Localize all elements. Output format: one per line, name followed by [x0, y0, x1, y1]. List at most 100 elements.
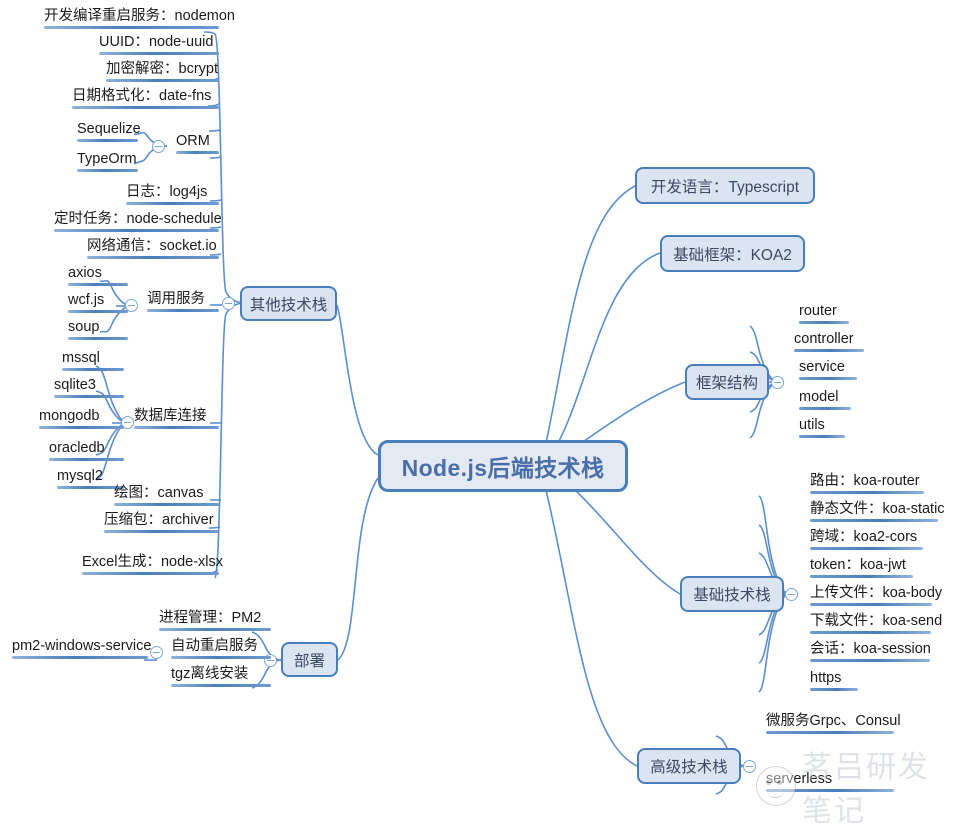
leaf-socket-io[interactable]: 网络通信：socket.io	[83, 238, 223, 262]
leaf-underline	[87, 256, 219, 259]
leaf-bcrypt[interactable]: 加密解密：bcrypt	[102, 61, 223, 85]
leaf-node-schedule[interactable]: 定时任务：node-schedule	[50, 211, 223, 235]
leaf-orm[interactable]: ORM	[172, 133, 223, 157]
leaf-underline	[12, 656, 148, 659]
leaf-https-label: https	[810, 670, 842, 686]
leaf-koa-router-label: 路由：koa-router	[810, 473, 920, 489]
leaf-sqlite3[interactable]: sqlite3	[50, 377, 128, 401]
leaf-underline	[159, 628, 271, 631]
leaf-underline	[171, 684, 271, 687]
leaf-service-label: service	[799, 359, 845, 375]
leaf-underline	[68, 310, 128, 313]
leaf-underline	[62, 368, 124, 371]
leaf-utils[interactable]: utils	[795, 417, 849, 441]
leaf-pm2-windows-service-label: pm2-windows-service	[12, 638, 152, 654]
leaf-underline	[77, 139, 138, 142]
leaf-soup[interactable]: soup	[64, 319, 132, 343]
leaf-koa-body[interactable]: 上传文件：koa-body	[806, 585, 943, 609]
leaf-koa2-cors[interactable]: 跨域：koa2-cors	[806, 529, 927, 553]
leaf-node-uuid[interactable]: UUID：node-uuid	[95, 34, 223, 58]
node-advanced-stack[interactable]: 高级技术栈	[637, 748, 741, 784]
leaf-koa-session[interactable]: 会话：koa-session	[806, 641, 934, 665]
leaf-node-xlsx[interactable]: Excel生成：node-xlsx	[78, 554, 223, 578]
node-dev-language[interactable]: 开发语言：Typescript	[635, 167, 815, 204]
leaf-auto-restart[interactable]: 自动重启服务	[167, 638, 275, 662]
leaf-wcf-js-label: wcf.js	[68, 292, 105, 308]
leaf-wcf-js[interactable]: wcf.js	[64, 292, 132, 316]
leaf-sequelize[interactable]: Sequelize	[73, 121, 142, 145]
node-base-stack-label: 基础技术栈	[693, 587, 771, 604]
leaf-controller-label: controller	[794, 331, 854, 347]
leaf-sqlite3-label: sqlite3	[54, 377, 96, 393]
leaf-model[interactable]: model	[795, 389, 855, 413]
leaf-underline	[39, 426, 124, 429]
leaf-nodemon[interactable]: 开发编译重启服务：nodemon	[40, 8, 235, 32]
toggle-call-service[interactable]	[125, 299, 138, 312]
node-base-framework-label: 基础框架：KOA2	[673, 246, 792, 264]
toggle-auto-restart[interactable]	[150, 646, 163, 659]
leaf-call-service-label: 调用服务	[147, 291, 205, 307]
leaf-canvas[interactable]: 绘图：canvas	[110, 485, 223, 509]
leaf-mongodb[interactable]: mongodb	[35, 408, 128, 432]
leaf-axios[interactable]: axios	[64, 265, 132, 289]
toggle-db-connect[interactable]	[121, 416, 134, 429]
leaf-date-fns-label: 日期格式化：date-fns	[72, 88, 212, 104]
leaf-koa-send[interactable]: 下载文件：koa-send	[806, 613, 942, 637]
leaf-underline	[134, 426, 219, 429]
leaf-date-fns[interactable]: 日期格式化：date-fns	[68, 88, 223, 112]
leaf-typeorm-label: TypeOrm	[77, 151, 137, 167]
leaf-call-service[interactable]: 调用服务	[143, 291, 223, 315]
leaf-archiver-label: 压缩包：archiver	[104, 512, 214, 528]
leaf-koa-router[interactable]: 路由：koa-router	[806, 473, 928, 497]
leaf-koa-jwt[interactable]: token：koa-jwt	[806, 557, 917, 581]
node-base-stack[interactable]: 基础技术栈	[680, 576, 784, 612]
node-base-framework[interactable]: 基础框架：KOA2	[660, 235, 805, 272]
leaf-underline	[54, 395, 124, 398]
node-framework-structure[interactable]: 框架结构	[685, 364, 769, 400]
node-deploy-label: 部署	[294, 652, 326, 670]
leaf-underline	[106, 79, 219, 82]
leaf-underline	[114, 503, 219, 506]
leaf-soup-label: soup	[68, 319, 100, 335]
leaf-mssql[interactable]: mssql	[58, 350, 128, 374]
node-other-stack[interactable]: 其他技术栈	[240, 286, 337, 321]
leaf-pm2[interactable]: 进程管理：PM2	[155, 610, 275, 634]
toggle-other-stack[interactable]	[222, 297, 235, 310]
leaf-db-connect[interactable]: 数据库连接	[130, 408, 223, 432]
leaf-log4js[interactable]: 日志：log4js	[122, 184, 223, 208]
node-root[interactable]: Node.js后端技术栈	[378, 440, 628, 492]
leaf-archiver[interactable]: 压缩包：archiver	[100, 512, 223, 536]
toggle-orm[interactable]	[152, 140, 165, 153]
leaf-underline	[810, 631, 931, 634]
leaf-model-label: model	[799, 389, 839, 405]
leaf-https[interactable]: https	[806, 670, 862, 694]
toggle-base-stack[interactable]	[785, 588, 798, 601]
toggle-framework-structure[interactable]	[771, 376, 784, 389]
leaf-underline	[810, 659, 930, 662]
leaf-microservice[interactable]: 微服务Grpc、Consul	[762, 713, 901, 737]
leaf-tgz-offline[interactable]: tgz离线安装	[167, 666, 275, 690]
leaf-serverless-label: serverless	[766, 771, 833, 787]
leaf-router[interactable]: router	[795, 303, 853, 327]
node-other-stack-label: 其他技术栈	[249, 296, 328, 314]
leaf-mysql2[interactable]: mysql2	[53, 468, 128, 492]
leaf-oracledb[interactable]: oracledb	[45, 440, 128, 464]
leaf-oracledb-label: oracledb	[49, 440, 105, 456]
leaf-axios-label: axios	[68, 265, 102, 281]
leaf-typeorm[interactable]: TypeOrm	[73, 151, 142, 175]
toggle-advanced-stack[interactable]	[743, 760, 756, 773]
node-deploy[interactable]: 部署	[281, 642, 338, 677]
leaf-serverless[interactable]: serverless	[762, 771, 898, 795]
leaf-tgz-offline-label: tgz离线安装	[171, 666, 249, 682]
leaf-underline	[810, 575, 913, 578]
leaf-koa-body-label: 上传文件：koa-body	[810, 585, 943, 601]
leaf-mongodb-label: mongodb	[39, 408, 100, 424]
leaf-underline	[147, 309, 219, 312]
leaf-underline	[799, 321, 849, 324]
leaf-pm2-windows-service[interactable]: pm2-windows-service	[8, 638, 152, 662]
leaf-koa-static[interactable]: 静态文件：koa-static	[806, 501, 945, 525]
leaf-controller[interactable]: controller	[790, 331, 868, 355]
leaf-underline	[766, 731, 894, 734]
leaf-service[interactable]: service	[795, 359, 861, 383]
leaf-auto-restart-label: 自动重启服务	[171, 638, 258, 654]
